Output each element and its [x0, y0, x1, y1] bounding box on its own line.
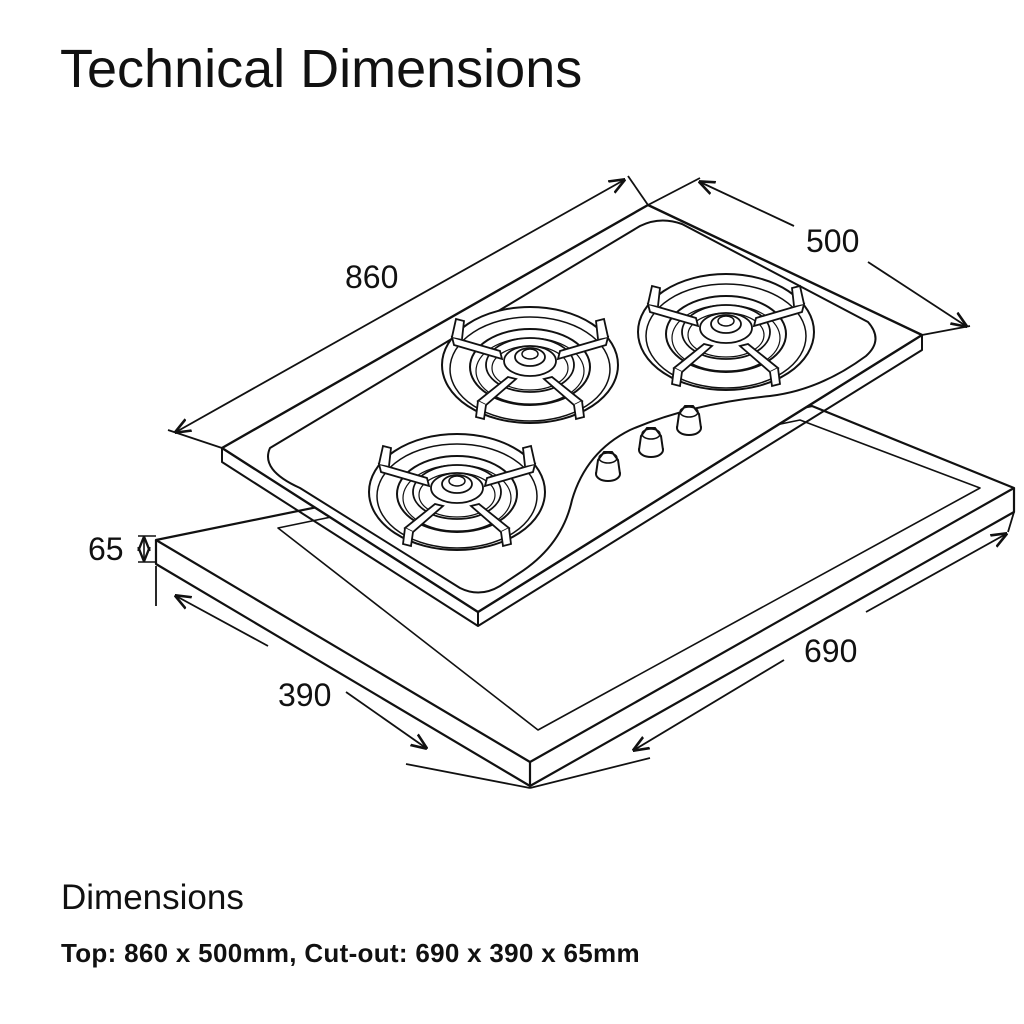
dimension-label-top-width: 860: [345, 259, 398, 295]
dimension-label-cutout-width: 690: [804, 633, 857, 669]
dimension-cutout-height: [138, 535, 156, 563]
control-knob-icon: [676, 405, 702, 436]
dimension-label-top-depth: 500: [806, 223, 859, 259]
dimension-label-cutout-depth: 390: [278, 677, 331, 713]
control-knob-icon: [638, 427, 664, 458]
dimension-top-depth: [647, 177, 970, 336]
burner-front-left-icon: [368, 433, 546, 551]
page-title: Technical Dimensions: [60, 39, 583, 99]
dimension-top-width: [167, 175, 649, 449]
dimension-cutout-width: [529, 511, 1015, 789]
dimension-cutout-depth: [155, 566, 531, 789]
specs-heading: Dimensions: [61, 878, 244, 917]
burner-rear-right-icon: [637, 273, 815, 391]
control-knob-icon: [595, 451, 621, 482]
specs-summary: Top: 860 x 500mm, Cut-out: 690 x 390 x 6…: [61, 938, 640, 968]
burner-rear-left-icon: [441, 306, 619, 424]
dimension-label-cutout-height: 65: [88, 531, 124, 567]
